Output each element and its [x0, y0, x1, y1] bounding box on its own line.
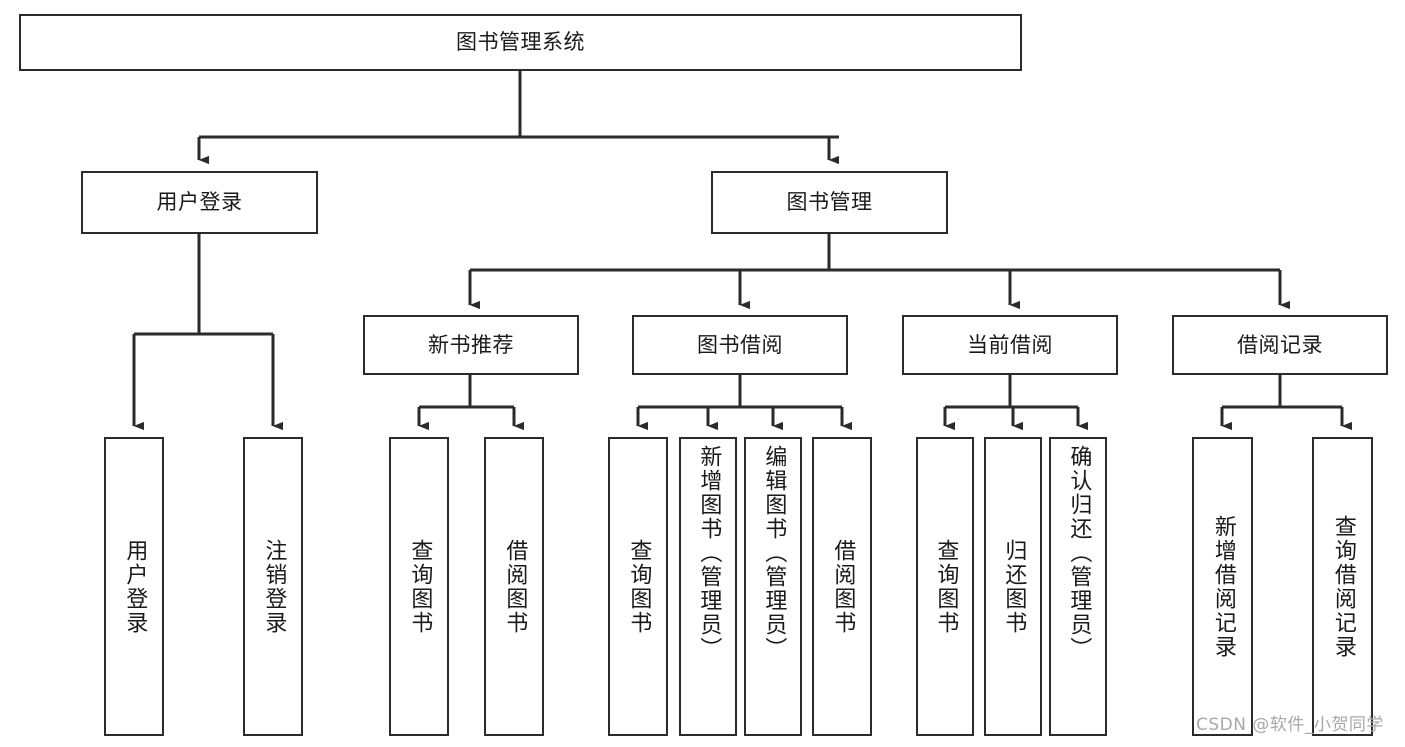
- node-leaf-query-book-3[interactable]: 查询图书: [916, 437, 974, 736]
- node-borrow-record-label: 借阅记录: [1237, 332, 1323, 357]
- node-leaf-return-book[interactable]: 归还图书: [984, 437, 1042, 736]
- node-leaf-query-book-1-label: 查询图书: [407, 538, 433, 635]
- node-book-management[interactable]: 图书管理: [711, 171, 948, 234]
- node-borrow-record[interactable]: 借阅记录: [1172, 315, 1388, 375]
- node-leaf-query-borrow-record-label: 查询借阅记录: [1330, 514, 1356, 659]
- node-leaf-user-login[interactable]: 用户登录: [104, 437, 164, 736]
- node-leaf-borrow-book-1-label: 借阅图书: [502, 538, 528, 635]
- node-root[interactable]: 图书管理系统: [19, 14, 1022, 71]
- node-book-borrow-label: 图书借阅: [697, 332, 783, 357]
- node-leaf-borrow-book-2-label: 借阅图书: [830, 538, 856, 635]
- node-leaf-add-borrow-record[interactable]: 新增借阅记录: [1192, 437, 1253, 736]
- node-leaf-query-book-2[interactable]: 查询图书: [608, 437, 668, 736]
- node-root-label: 图书管理系统: [456, 30, 585, 55]
- node-leaf-edit-book-admin-label: 编辑图书（管理员）: [761, 445, 787, 661]
- node-book-management-label: 图书管理: [786, 190, 873, 215]
- node-leaf-borrow-book-1[interactable]: 借阅图书: [484, 437, 544, 736]
- node-leaf-add-book-admin[interactable]: 新增图书（管理员）: [679, 437, 737, 736]
- node-leaf-query-borrow-record[interactable]: 查询借阅记录: [1312, 437, 1373, 736]
- node-leaf-return-book-label: 归还图书: [1001, 538, 1027, 635]
- node-leaf-add-borrow-record-label: 新增借阅记录: [1210, 514, 1236, 659]
- node-user-login[interactable]: 用户登录: [81, 171, 318, 234]
- node-leaf-logout[interactable]: 注销登录: [243, 437, 303, 736]
- node-leaf-borrow-book-2[interactable]: 借阅图书: [812, 437, 872, 736]
- node-current-borrow-label: 当前借阅: [967, 332, 1053, 357]
- node-leaf-edit-book-admin[interactable]: 编辑图书（管理员）: [744, 437, 802, 736]
- node-leaf-logout-label: 注销登录: [261, 538, 287, 635]
- node-book-borrow[interactable]: 图书借阅: [632, 315, 848, 375]
- node-user-login-label: 用户登录: [156, 190, 243, 215]
- csdn-watermark: CSDN @软件_小贺同学: [1196, 715, 1384, 735]
- node-new-book-recommend[interactable]: 新书推荐: [363, 315, 579, 375]
- node-leaf-query-book-2-label: 查询图书: [626, 538, 652, 635]
- node-leaf-confirm-return-admin-label: 确认归还（管理员）: [1066, 445, 1092, 661]
- node-leaf-query-book-3-label: 查询图书: [933, 538, 959, 635]
- node-leaf-user-login-label: 用户登录: [122, 538, 148, 635]
- node-current-borrow[interactable]: 当前借阅: [902, 315, 1118, 375]
- node-leaf-confirm-return-admin[interactable]: 确认归还（管理员）: [1049, 437, 1107, 736]
- node-leaf-query-book-1[interactable]: 查询图书: [389, 437, 449, 736]
- node-leaf-add-book-admin-label: 新增图书（管理员）: [696, 445, 722, 661]
- node-new-book-recommend-label: 新书推荐: [428, 332, 514, 357]
